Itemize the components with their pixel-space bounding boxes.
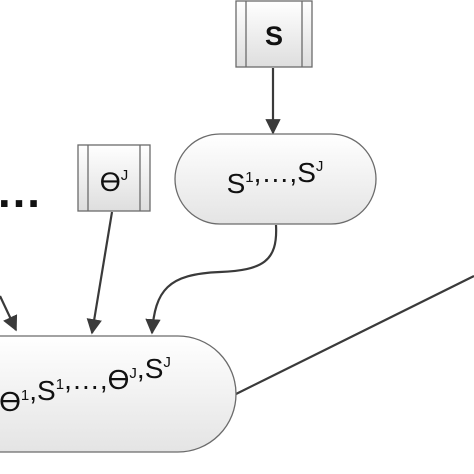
s-box: S (235, 0, 313, 68)
arrow-theta-to-combined (86, 211, 114, 335)
theta-j-base: ϴ (100, 167, 121, 197)
combined-label: ϴ1,S1,…,ϴJ,SJ (0, 353, 171, 417)
combined-node: ϴ1,S1,…,ϴJ,SJ (0, 335, 237, 453)
line-combined-to-right (235, 275, 474, 395)
symbol-superscript: 1 (245, 169, 253, 186)
arrow-left-to-combined (0, 295, 18, 332)
s-box-label: S (265, 21, 283, 51)
symbol-base: S (227, 168, 246, 199)
symbol-superscript: 1 (21, 387, 29, 404)
symbol-superscript: J (316, 158, 324, 175)
separator-text: , (137, 353, 145, 384)
symbol-superscript: J (163, 354, 171, 371)
s-sequence-node: S1,…,SJ (174, 133, 377, 225)
symbol-base: ϴ (0, 386, 21, 417)
arrow-sequence-to-combined (145, 224, 278, 335)
symbol-base: ϴ (108, 364, 130, 395)
symbol-superscript: J (129, 365, 137, 382)
theta-j-label: ϴJ (100, 167, 129, 197)
theta-j-sup: J (121, 167, 129, 184)
s-sequence-label: S1,…,SJ (227, 157, 324, 199)
symbol-base: S (37, 375, 56, 406)
separator-text: , (29, 375, 37, 406)
separator-text: ,…, (64, 364, 108, 395)
connectors (0, 68, 474, 395)
theta-j-box: ϴJ (77, 144, 151, 212)
symbol-superscript: 1 (56, 376, 64, 393)
symbol-base: S (145, 353, 164, 384)
separator-text: ,…, (254, 157, 298, 188)
symbol-base: S (297, 157, 316, 188)
ellipsis-left: … (0, 165, 42, 217)
